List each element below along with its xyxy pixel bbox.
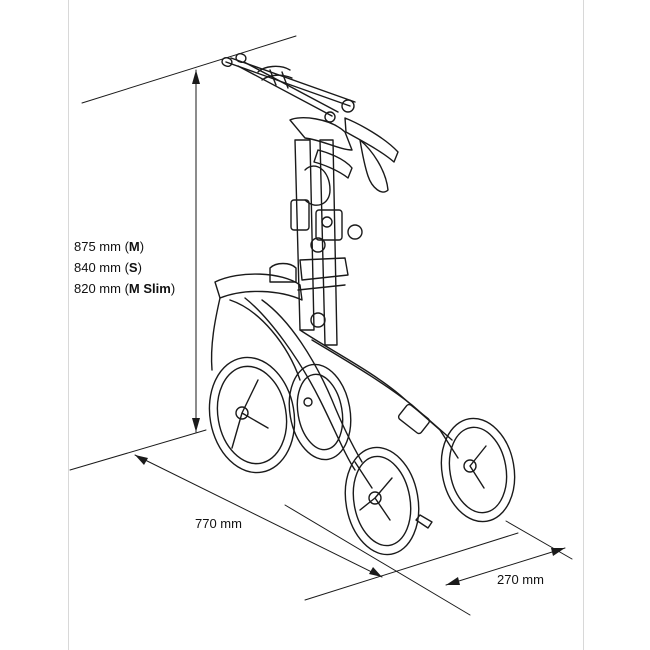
height-arrow-top	[192, 70, 200, 84]
side-extension-line	[505, 520, 573, 560]
height-value: 875 mm	[74, 239, 121, 254]
center-frame	[290, 139, 363, 346]
front-right-wheel	[440, 417, 516, 523]
height-label-s: 840 mm (S)	[74, 260, 142, 275]
front-extension-line-2	[284, 504, 471, 616]
height-label-m-slim: 820 mm (M Slim)	[74, 281, 176, 296]
width-dimension-line	[445, 547, 566, 586]
length-dimension-line	[134, 454, 383, 578]
width-arrow-right	[551, 548, 565, 556]
front-left-wheel	[344, 446, 420, 556]
side-frame	[210, 262, 453, 471]
size-name: S	[128, 260, 138, 275]
rear-right-wheel	[288, 363, 352, 461]
front-forks	[354, 429, 459, 529]
width-dimension-label: 270 mm	[497, 572, 544, 587]
dimension-lines	[69, 35, 573, 616]
size-name: M Slim	[128, 281, 171, 296]
height-arrow-bottom	[192, 418, 200, 432]
front-extension-line	[304, 532, 519, 601]
width-arrow-left	[446, 577, 460, 585]
bottom-extension-line	[69, 429, 207, 471]
height-value: 840 mm	[74, 260, 121, 275]
handle-grips	[289, 117, 399, 193]
height-value: 820 mm	[74, 281, 121, 296]
height-label-m: 875 mm (M)	[74, 239, 145, 254]
rear-left-wheel	[208, 356, 296, 474]
length-arrow-left	[135, 455, 148, 465]
rollator	[208, 52, 516, 556]
handlebar	[221, 52, 356, 123]
length-dimension-label: 770 mm	[195, 516, 242, 531]
top-extension-line	[81, 35, 297, 104]
page-area	[68, 0, 584, 650]
length-arrow-right	[369, 567, 382, 577]
size-name: M	[128, 239, 140, 254]
height-dimension-labels: 875 mm (M) 840 mm (S) 820 mm (M Slim)	[74, 236, 175, 299]
